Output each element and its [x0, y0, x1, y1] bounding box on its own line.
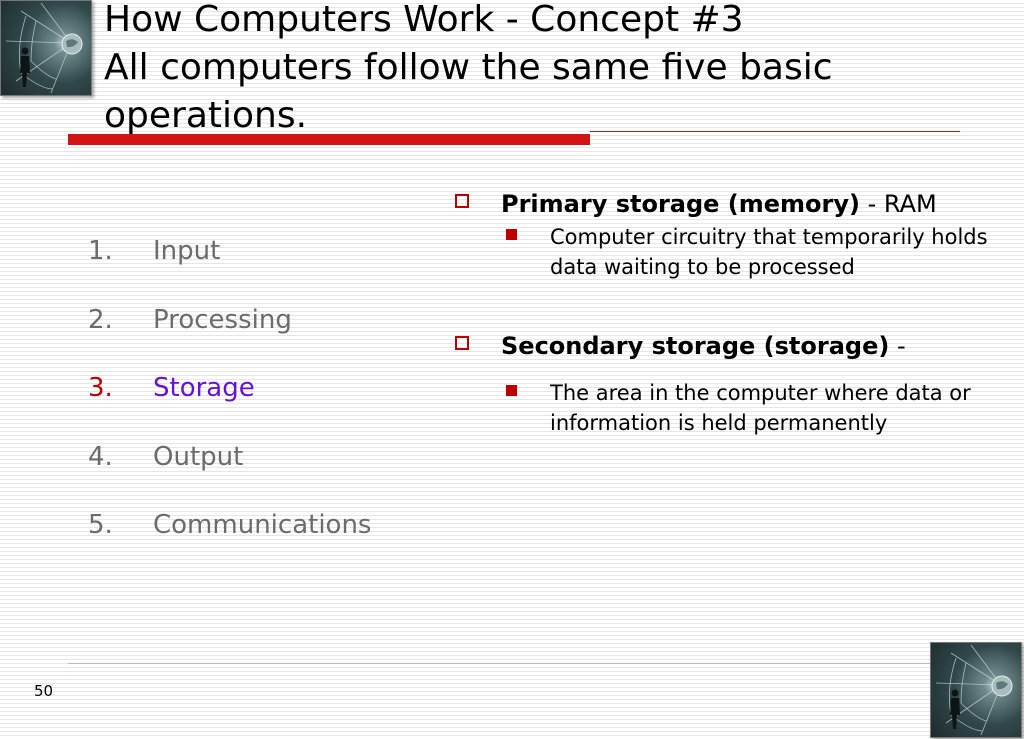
- filled-square-bullet-icon: [506, 385, 517, 396]
- title-underline-thin: [590, 131, 960, 132]
- title-line-1: How Computers Work - Concept #3: [104, 0, 744, 40]
- title-underline-thick: [68, 134, 590, 145]
- web-globe-icon: [5, 2, 83, 94]
- primary-storage-desc-text: Computer circuitry that temporarily hold…: [550, 225, 988, 279]
- operation-number: 2.: [88, 304, 113, 335]
- primary-storage-desc: Computer circuitry that temporarily hold…: [450, 222, 1010, 282]
- web-globe-logo: [0, 0, 92, 96]
- title-line-2: All computers follow the same five basic…: [104, 47, 833, 136]
- operation-processing: 2. Processing: [88, 305, 371, 374]
- primary-storage-suffix: - RAM: [859, 190, 937, 218]
- operation-input: 1. Input: [88, 236, 371, 305]
- secondary-storage-item: Secondary storage (storage) -: [450, 328, 1010, 364]
- secondary-storage-heading: Secondary storage (storage): [501, 332, 890, 360]
- operation-storage: 3. Storage: [88, 373, 371, 442]
- secondary-storage-suffix: -: [889, 332, 906, 360]
- operation-communications: 5. Communications: [88, 510, 371, 579]
- operation-output: 4. Output: [88, 442, 371, 511]
- filled-square-bullet-icon: [506, 229, 517, 240]
- operation-label: Processing: [153, 304, 292, 335]
- page-number: 50: [34, 682, 54, 700]
- operation-label: Input: [153, 236, 221, 266]
- operation-number: 4.: [88, 441, 113, 472]
- hollow-square-bullet-icon: [455, 194, 469, 208]
- secondary-storage-desc: The area in the computer where data or i…: [450, 378, 1010, 438]
- secondary-storage-desc-text: The area in the computer where data or i…: [550, 381, 971, 435]
- operations-list: 1.Input 2.Processing 3.Storage 4.Output …: [88, 236, 371, 579]
- operation-label: Storage: [153, 373, 255, 403]
- primary-storage-item: Primary storage (memory) - RAM: [450, 186, 1010, 222]
- hollow-square-bullet-icon: [455, 336, 469, 350]
- web-globe-logo-footer: [930, 642, 1022, 738]
- operation-label: Communications: [153, 510, 372, 540]
- slide-title: How Computers Work - Concept #3 All comp…: [104, 0, 1024, 140]
- operation-number: 5.: [88, 510, 113, 540]
- footer-divider: [68, 663, 960, 664]
- web-globe-icon: [935, 644, 1013, 736]
- operation-label: Output: [153, 441, 244, 472]
- operation-number: 1.: [88, 236, 113, 266]
- storage-details: Primary storage (memory) - RAM Computer …: [450, 186, 1010, 438]
- primary-storage-heading: Primary storage (memory): [501, 190, 860, 218]
- operation-number: 3.: [88, 373, 113, 403]
